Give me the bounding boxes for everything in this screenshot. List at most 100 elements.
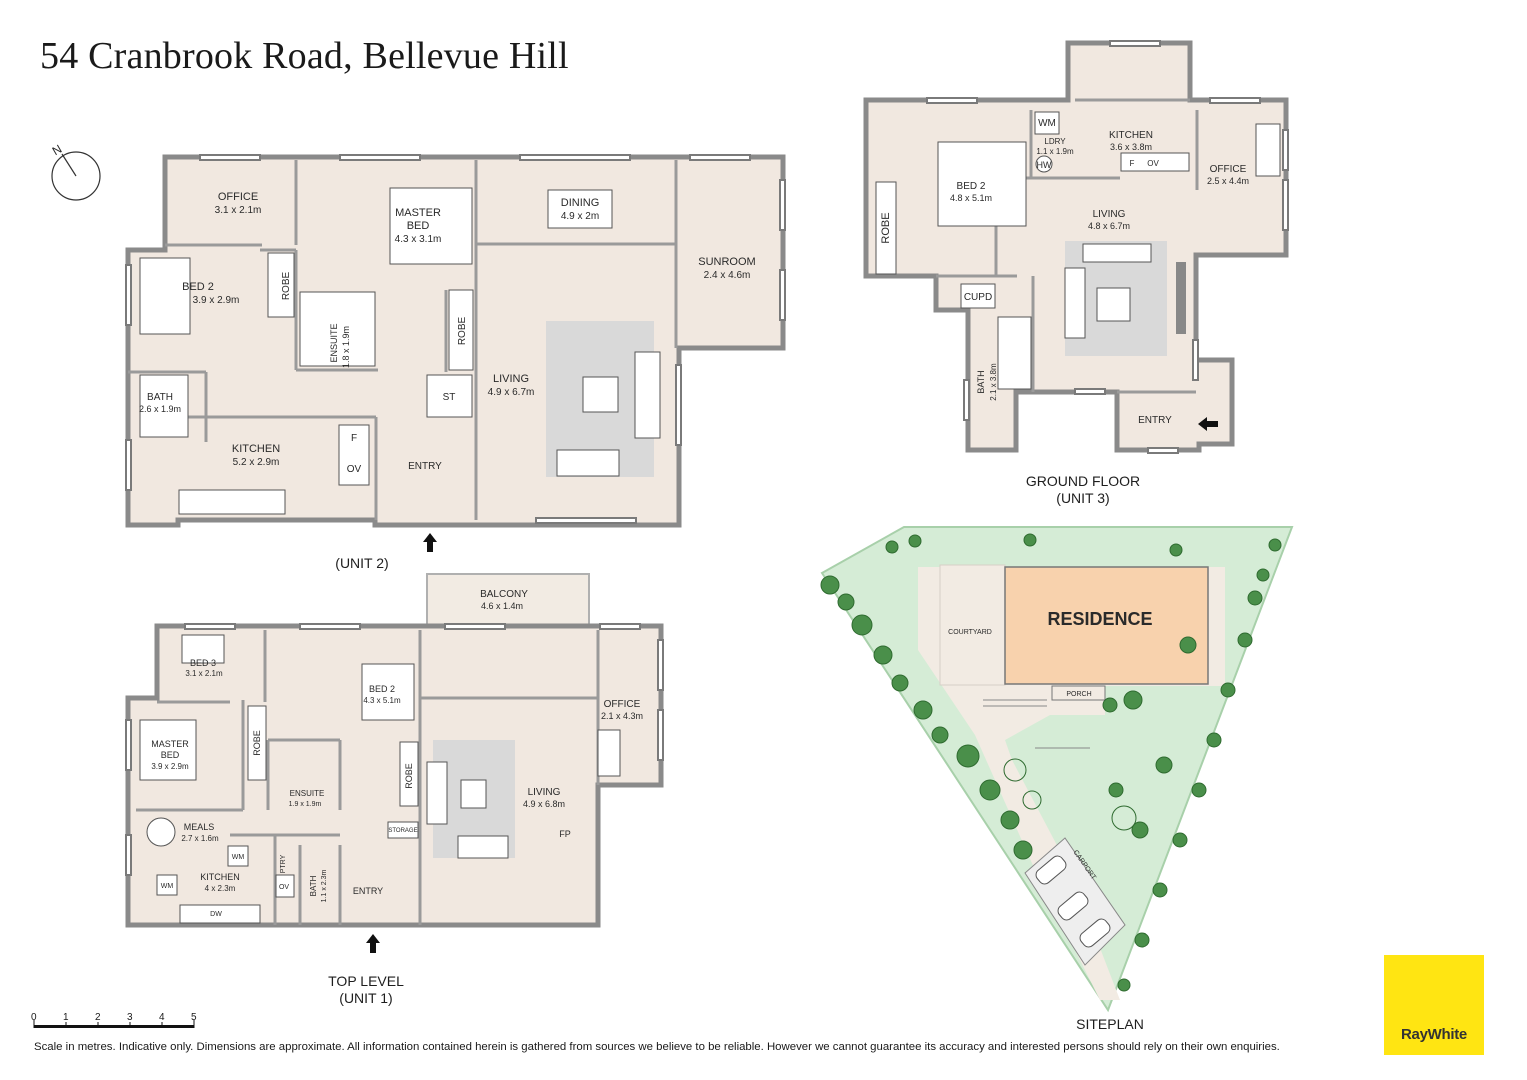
u1-bath-dim: 1.1 x 2.3m [321, 869, 328, 902]
u2-kitchen-name: KITCHEN [232, 443, 280, 455]
scale-bar [33, 1020, 195, 1028]
u2-kitchen-dim: 5.2 x 2.9m [233, 457, 280, 468]
u1-bed3-name: BED 3 [190, 658, 216, 668]
brand-name: RayWhite [1401, 1026, 1467, 1043]
u2-dining-name: DINING [561, 197, 600, 209]
page-title: 54 Cranbrook Road, Bellevue Hill [40, 35, 569, 77]
u3-bath-name: BATH [976, 370, 986, 393]
u1-ptry: PTRY [280, 854, 287, 873]
unit1-balcony [426, 573, 590, 627]
u2-entry: ENTRY [408, 461, 442, 472]
u2-bed2-dim: 3.9 x 2.9m [193, 295, 240, 306]
site-caption: SITEPLAN [1076, 1016, 1144, 1032]
u1-oven: OV [279, 884, 289, 891]
u2-sunroom-dim: 2.4 x 4.6m [704, 270, 751, 281]
u1-entry: ENTRY [353, 886, 383, 896]
site-courtyard-label: COURTYARD [948, 629, 992, 636]
u3-robe: ROBE [880, 212, 892, 243]
scale-tick-1: 1 [63, 1012, 69, 1023]
compass: N [50, 142, 101, 201]
u2-entry-arrow-icon [423, 533, 437, 552]
u1-living-name: LIVING [528, 787, 561, 798]
u1-bed2-name: BED 2 [369, 684, 395, 694]
u1-balcony-name: BALCONY [480, 589, 528, 600]
u2-bed2-name: BED 2 [182, 281, 214, 293]
u1-meals-name: MEALS [184, 822, 215, 832]
u1-caption1: TOP LEVEL [328, 973, 404, 989]
u3-oven: OV [1147, 159, 1159, 168]
u2-bath-dim: 2.6 x 1.9m [139, 404, 181, 414]
u1-dw: DW [210, 911, 222, 918]
scale-tick-0: 0 [31, 1012, 37, 1023]
u3-entry: ENTRY [1138, 415, 1172, 426]
u1-office-dim: 2.1 x 4.3m [601, 711, 643, 721]
u2-office-dim: 3.1 x 2.1m [215, 205, 262, 216]
u2-master-name1: MASTER [395, 207, 441, 219]
u3-bed2-dim: 4.8 x 5.1m [950, 193, 992, 203]
u2-robe2: ROBE [457, 317, 468, 346]
brand-logo: RayWhite [1384, 955, 1484, 1055]
u3-living-name: LIVING [1093, 209, 1126, 220]
u1-fp: FP [559, 829, 571, 839]
site-courtyard [939, 564, 1006, 686]
u1-storage: STORAGE [388, 828, 417, 834]
u3-cupd: CUPD [964, 292, 992, 303]
u3-caption1: GROUND FLOOR [1026, 473, 1140, 489]
u1-living-dim: 4.9 x 6.8m [523, 799, 565, 809]
u1-ensuite-dim: 1.9 x 1.9m [289, 801, 322, 808]
site-residence [1004, 566, 1209, 685]
u2-master-dim: 4.3 x 3.1m [395, 234, 442, 245]
u3-fridge: F [1130, 159, 1135, 168]
u1-entry-arrow-icon [366, 934, 380, 953]
u1-kitchen-dim: 4 x 2.3m [205, 884, 236, 893]
scale-tick-2: 2 [95, 1012, 101, 1023]
u1-kitchen-name: KITCHEN [200, 872, 240, 882]
u1-office-name: OFFICE [604, 699, 641, 710]
disclaimer: Scale in metres. Indicative only. Dimens… [34, 1041, 1280, 1053]
u3-ldry-name: LDRY [1044, 137, 1066, 146]
unit3-plan: WM LDRY 1.1 x 1.9m HW KITCHEN 3.6 x 3.8m… [863, 40, 1289, 506]
u2-bath-name: BATH [147, 392, 173, 403]
u3-office-name: OFFICE [1210, 164, 1247, 175]
u2-ensuite-name: ENSUITE [329, 323, 339, 362]
u2-robe1: ROBE [281, 272, 292, 301]
u2-caption: (UNIT 2) [335, 555, 388, 571]
u3-entry-arrow-icon [1198, 417, 1218, 431]
site-porch [1051, 685, 1106, 701]
u1-ensuite-name: ENSUITE [290, 789, 325, 798]
u2-oven: OV [347, 464, 362, 475]
u1-master-name2: BED [161, 750, 180, 760]
u1-bed3-dim: 3.1 x 2.1m [185, 669, 223, 678]
u1-robe1: ROBE [252, 730, 262, 756]
u3-bed2-name: BED 2 [957, 181, 986, 192]
u1-balcony-dim: 4.6 x 1.4m [481, 601, 523, 611]
u1-meals-dim: 2.7 x 1.6m [181, 834, 219, 843]
scale-tick-4: 4 [159, 1012, 165, 1023]
u3-hw: HW [1037, 160, 1052, 170]
u3-kitchen-name: KITCHEN [1109, 130, 1153, 141]
u2-dining-dim: 4.9 x 2m [561, 211, 599, 222]
u1-bath-name: BATH [309, 875, 318, 896]
u3-caption2: (UNIT 3) [1056, 490, 1109, 506]
u3-ldry-dim: 1.1 x 1.9m [1036, 147, 1074, 156]
u2-sunroom-name: SUNROOM [698, 256, 755, 268]
u2-master-name2: BED [407, 220, 430, 232]
u3-living-dim: 4.8 x 6.7m [1088, 221, 1130, 231]
site-porch-label: PORCH [1066, 691, 1091, 698]
siteplan: RESIDENCE COURTYARD PORCH CARPORT SITEPL… [820, 526, 1294, 1032]
scale-tick-3: 3 [127, 1012, 133, 1023]
scale-tick-5: 5 [191, 1012, 197, 1023]
u2-fridge: F [351, 433, 357, 444]
unit2-plan: OFFICE 3.1 x 2.1m MASTER BED 4.3 x 3.1m … [125, 154, 786, 571]
u1-robe2: ROBE [404, 763, 414, 789]
u1-wm2: WM [161, 883, 174, 890]
u1-master-dim: 3.9 x 2.9m [151, 762, 189, 771]
u2-living-dim: 4.9 x 6.7m [488, 387, 535, 398]
u1-bed2-dim: 4.3 x 5.1m [363, 696, 401, 705]
site-residence-label: RESIDENCE [1047, 609, 1152, 629]
u3-office-dim: 2.5 x 4.4m [1207, 176, 1249, 186]
u3-wm: WM [1038, 118, 1056, 129]
u2-living-name: LIVING [493, 373, 529, 385]
unit1-plan: BALCONY 4.6 x 1.4m BED 3 3.1 x 2.1m BED … [125, 573, 664, 1006]
